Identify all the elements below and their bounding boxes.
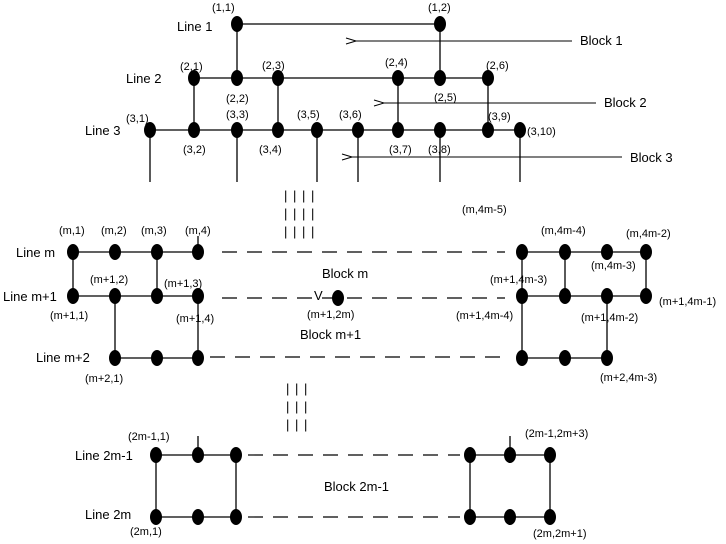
node-label: (m+1,4m-4): [456, 310, 513, 322]
node-3-4: [272, 122, 284, 138]
block-3-label: Block 3: [630, 150, 673, 165]
node-2-6: [482, 70, 494, 86]
node-label: (m,4m-5): [462, 204, 507, 216]
node-label: (2m-1,1): [128, 431, 170, 443]
node-label: (m+1,1): [50, 310, 88, 322]
node-1-1: [231, 16, 243, 32]
node-label: (m+1,4m-1): [659, 296, 716, 308]
node-3-10: [514, 122, 526, 138]
node-label: (3,7): [389, 144, 412, 156]
node-2-4: [392, 70, 404, 86]
node-label: (3,8): [428, 144, 451, 156]
node-label: (2,2): [226, 93, 249, 105]
vertical-ellipsis: | | |: [286, 417, 308, 432]
vertical-ellipsis: | | | |: [284, 206, 315, 221]
node-label: (m,4m-3): [591, 260, 636, 272]
node-label: (m,2): [101, 225, 127, 237]
vertical-ellipsis: | | | |: [284, 188, 315, 203]
node-label: (m+1,2): [90, 274, 128, 286]
node-label: (m,3): [141, 225, 167, 237]
vertical-ellipsis: | | |: [286, 381, 308, 396]
node-label: (m+1,4): [176, 313, 214, 325]
node-label: (2,3): [262, 60, 285, 72]
line-1-label: Line 1: [177, 19, 212, 34]
node-label: (m,4): [185, 225, 211, 237]
arrows-top: [352, 41, 622, 157]
line-2m-label: Line 2m: [85, 507, 131, 522]
node-2-5: [434, 70, 446, 86]
block-m1-label: Block m+1: [300, 327, 361, 342]
node-label: (3,6): [339, 109, 362, 121]
node-label: (m+1,4m-2): [581, 312, 638, 324]
node-label: (3,4): [259, 144, 282, 156]
node-v: [332, 290, 344, 306]
node-label: (m,4m-4): [541, 225, 586, 237]
node-label: (m,4m-2): [626, 228, 671, 240]
node-label: (3,2): [183, 144, 206, 156]
block-2-label: Block 2: [604, 95, 647, 110]
node-2-1: [188, 70, 200, 86]
line-m1-label: Line m+1: [3, 289, 57, 304]
vertical-ellipsis: | | | |: [284, 224, 315, 239]
line-m-label: Line m: [16, 245, 55, 260]
node-label: (1,1): [212, 2, 235, 14]
vertical-ellipsis: | | |: [286, 399, 308, 414]
line-2-label: Line 2: [126, 71, 161, 86]
node-1-2: [434, 16, 446, 32]
node-3-9: [482, 122, 494, 138]
node-3-7: [392, 122, 404, 138]
node-label: (2m,1): [130, 526, 162, 538]
v-label: V: [314, 288, 323, 303]
node-label: (3,10): [527, 126, 556, 138]
node-3-2: [188, 122, 200, 138]
nodes-top: [144, 16, 526, 138]
node-label: (3,5): [297, 109, 320, 121]
node-label: (m+1,2m): [307, 309, 354, 321]
node-label: (m+2,1): [85, 373, 123, 385]
node-label: (2m-1,2m+3): [525, 428, 588, 440]
node-label: (3,9): [488, 111, 511, 123]
node-label: (m+1,3): [164, 278, 202, 290]
block-m-label: Block m: [322, 266, 368, 281]
node-label: (1,2): [428, 2, 451, 14]
node-label: (2,1): [180, 61, 203, 73]
nodes-bottom: [150, 447, 556, 525]
node-3-8: [434, 122, 446, 138]
node-3-3: [231, 122, 243, 138]
block-1-label: Block 1: [580, 33, 623, 48]
node-2-2: [231, 70, 243, 86]
node-3-1: [144, 122, 156, 138]
edges-bottom: [155, 436, 551, 518]
line-m2-label: Line m+2: [36, 350, 90, 365]
node-label: (2,4): [385, 57, 408, 69]
node-3-6: [352, 122, 364, 138]
node-label: (m+2,4m-3): [600, 372, 657, 384]
node-label: (2m,2m+1): [533, 528, 587, 540]
node-label: (2,5): [434, 92, 457, 104]
line-3-label: Line 3: [85, 123, 120, 138]
node-label: (3,3): [226, 109, 249, 121]
node-3-5: [311, 122, 323, 138]
node-label: (2,6): [486, 60, 509, 72]
node-label: (3,1): [126, 113, 149, 125]
node-label: (m,1): [59, 225, 85, 237]
node-2-3: [272, 70, 284, 86]
nodes-middle: [67, 244, 652, 366]
line-2m-1-label: Line 2m-1: [75, 448, 133, 463]
node-label: (m+1,4m-3): [490, 274, 547, 286]
block-2m-1-label: Block 2m-1: [324, 479, 389, 494]
